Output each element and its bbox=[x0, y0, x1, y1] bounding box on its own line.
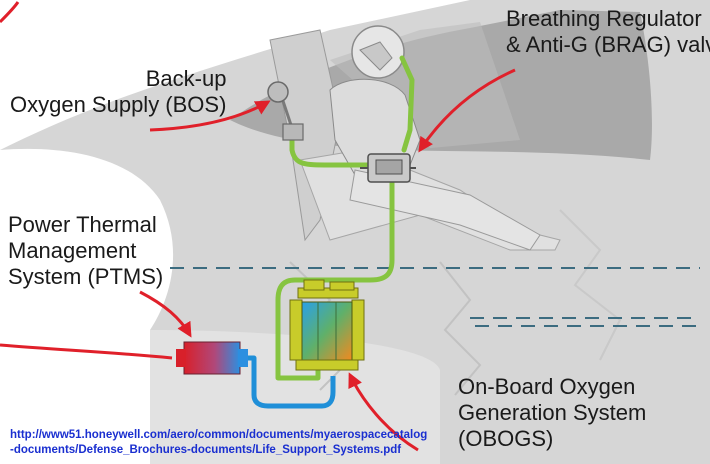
arrow-left-edge bbox=[0, 1, 20, 24]
source-url[interactable]: http://www51.honeywell.com/aero/common/d… bbox=[10, 428, 427, 458]
label-brag-line-2: & Anti-G (BRAG) valve bbox=[506, 32, 710, 57]
label-bos-line-2: Oxygen Supply (BOS) bbox=[10, 92, 227, 117]
label-brag-line-1: Breathing Regulator bbox=[506, 6, 702, 31]
dashed-lines bbox=[170, 267, 700, 327]
arrow-ptms-lower bbox=[0, 343, 173, 360]
arrow-brag bbox=[418, 68, 516, 153]
oxygen-line bbox=[275, 55, 415, 381]
arrow-bos bbox=[149, 100, 271, 132]
callout-arrows bbox=[0, 1, 516, 452]
obogs-unit bbox=[289, 279, 365, 371]
label-ptms-line-2: Management bbox=[8, 238, 137, 263]
label-obogs: On-Board Oxygen Generation System (OBOGS… bbox=[458, 374, 646, 452]
label-bos: Back-up Oxygen Supply (BOS) bbox=[10, 66, 226, 118]
label-ptms-line-3: System (PTMS) bbox=[8, 264, 164, 289]
source-url-line-1[interactable]: http://www51.honeywell.com/aero/common/d… bbox=[10, 429, 428, 441]
brag-valve bbox=[360, 153, 416, 183]
label-ptms: Power Thermal Management System (PTMS) bbox=[8, 212, 163, 290]
label-obogs-line-3: (OBOGS) bbox=[458, 426, 554, 451]
label-brag: Breathing Regulator & Anti-G (BRAG) valv… bbox=[506, 6, 710, 58]
arrow-ptms bbox=[139, 290, 192, 338]
label-obogs-line-2: Generation System bbox=[458, 400, 647, 425]
pilot-figure bbox=[329, 25, 541, 251]
label-obogs-line-1: On-Board Oxygen bbox=[458, 374, 636, 399]
arrow-obogs bbox=[348, 372, 419, 452]
label-ptms-line-1: Power Thermal bbox=[8, 212, 157, 237]
ptms-heat-exchanger bbox=[176, 341, 248, 375]
source-url-line-2[interactable]: -documents/Defense_Brochures-documents/L… bbox=[10, 444, 402, 456]
coolant-line bbox=[240, 355, 336, 409]
label-bos-line-1: Back-up bbox=[145, 66, 227, 91]
bos-bottle bbox=[267, 81, 304, 141]
